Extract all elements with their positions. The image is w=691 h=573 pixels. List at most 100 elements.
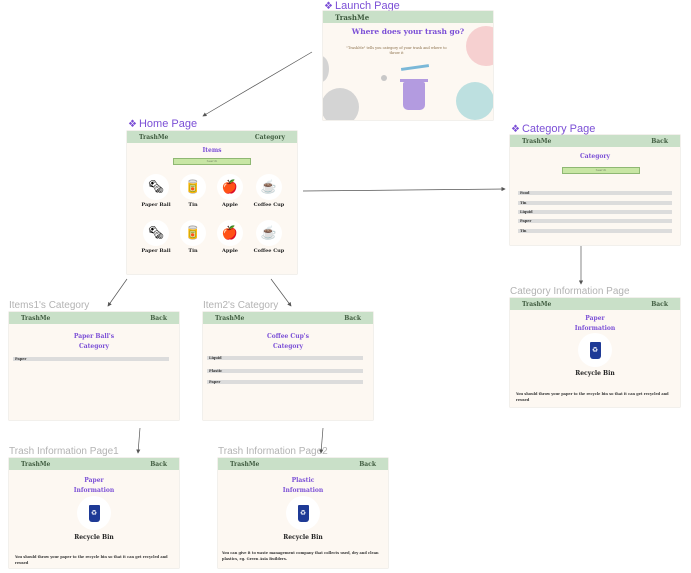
category-row[interactable]: Paper <box>518 219 672 223</box>
items-title: Items <box>202 147 222 154</box>
flow-arrow <box>136 427 141 454</box>
launch-headline: Where does your trash go? <box>351 27 465 36</box>
recycle-bin-icon: ♻ <box>589 341 601 359</box>
item-label: Paper Ball <box>141 202 171 208</box>
category-row[interactable]: Tin <box>518 201 672 205</box>
paper-ball-icon: 🗞 <box>147 179 165 195</box>
tin-can-icon: 🥫 <box>184 225 202 241</box>
brand-title: TrashMe <box>230 461 260 468</box>
frame-title-item2-category: Item2's Category <box>203 300 279 311</box>
item-image-paper-ball[interactable]: 🗞 <box>143 220 169 246</box>
category-row[interactable]: Food <box>518 191 672 195</box>
brand-title: TrashMe <box>21 315 51 322</box>
recycle-bin-icon: ♻ <box>88 504 100 522</box>
recycle-bin-icon: ♻ <box>297 504 309 522</box>
bin-label: Recycle Bin <box>74 534 114 541</box>
bin-label: Recycle Bin <box>575 370 615 377</box>
info-description: You should throw your paper to the recyc… <box>15 555 168 565</box>
header: TrashMe Back <box>203 312 373 324</box>
header: TrashMe <box>323 11 493 23</box>
item-image-paper-ball[interactable]: 🗞 <box>143 174 169 200</box>
recycle-bin-image: ♻ <box>578 333 612 367</box>
brand-title: TrashMe <box>21 461 51 468</box>
frame-title-trash-info1: Trash Information Page1 <box>9 446 119 457</box>
brand-title: TrashMe <box>139 134 169 141</box>
trash-info1-screen: TrashMe Back Paper Information ♻ Recycle… <box>9 458 179 568</box>
item-label: Paper Ball <box>141 248 171 254</box>
brand-title: TrashMe <box>522 301 552 308</box>
item-image-coffee-cup[interactable]: ☕ <box>256 220 282 246</box>
frame-title-trash-info2: Trash Information Page2 <box>218 446 328 457</box>
item-label: Apple <box>222 248 238 254</box>
back-button[interactable]: Back <box>150 461 167 468</box>
item2-category-screen: TrashMe Back Coffee Cup's Category Liqui… <box>203 312 373 420</box>
header: TrashMe Category <box>127 131 297 143</box>
search-input[interactable]: Search <box>173 158 251 165</box>
item-label: Tin <box>188 202 198 208</box>
back-button[interactable]: Back <box>651 301 668 308</box>
flow-arrow <box>107 278 128 307</box>
category-title-line1: Paper Ball's <box>73 333 115 340</box>
info-title-line2: Information <box>574 325 616 332</box>
launch-tagline: "TrashMe" tells you category of your tra… <box>346 46 447 55</box>
frame-title-items1-category: Items1's Category <box>9 300 90 311</box>
header: TrashMe Back <box>9 312 179 324</box>
brand-title: TrashMe <box>335 13 370 22</box>
decor-circle <box>381 75 387 81</box>
category-title-line2: Category <box>272 343 304 350</box>
frame-title-launch: ❖Launch Page <box>324 0 400 12</box>
category-title-line2: Category <box>78 343 110 350</box>
search-input[interactable]: Search <box>562 167 640 174</box>
paper-ball-icon: 🗞 <box>147 225 165 241</box>
item-image-coffee-cup[interactable]: ☕ <box>256 174 282 200</box>
item-image-tin[interactable]: 🥫 <box>180 220 206 246</box>
item-label: Coffee Cup <box>253 248 285 254</box>
flow-arrow <box>302 186 506 192</box>
category-row[interactable]: Plastic <box>207 369 363 373</box>
category-info-screen: TrashMe Back Paper Information ♻ Recycle… <box>510 298 680 407</box>
back-button[interactable]: Back <box>150 315 167 322</box>
decor-circle <box>456 82 493 120</box>
back-button[interactable]: Back <box>651 138 668 145</box>
category-title-line1: Coffee Cup's <box>267 333 309 340</box>
items1-category-screen: TrashMe Back Paper Ball's Category Paper <box>9 312 179 420</box>
category-row[interactable]: Paper <box>13 357 169 361</box>
item-label: Coffee Cup <box>253 202 285 208</box>
info-title-line2: Information <box>73 487 115 494</box>
category-row[interactable]: Paper <box>207 380 363 384</box>
trash-info2-screen: TrashMe Back Plastic Information ♻ Recyc… <box>218 458 388 568</box>
item-image-tin[interactable]: 🥫 <box>180 174 206 200</box>
item-image-apple[interactable]: 🍎 <box>217 174 243 200</box>
category-screen: TrashMe Back Category Search Food Tin Li… <box>510 135 680 245</box>
category-row[interactable]: Liquid <box>518 210 672 214</box>
frame-title-category: ❖Category Page <box>511 123 596 135</box>
item-image-apple[interactable]: 🍎 <box>217 220 243 246</box>
bin-lid-icon <box>400 64 430 71</box>
launch-screen: TrashMe Where does your trash go? "Trash… <box>323 11 493 120</box>
item-label: Tin <box>188 248 198 254</box>
header: TrashMe Back <box>9 458 179 470</box>
coffee-cup-icon: ☕ <box>260 179 278 195</box>
apple-core-icon: 🍎 <box>221 225 239 241</box>
brand-title: TrashMe <box>522 138 552 145</box>
decor-circle <box>323 56 329 82</box>
trash-bin-rim <box>400 79 428 82</box>
info-title-line1: Plastic <box>291 477 315 484</box>
header: TrashMe Back <box>218 458 388 470</box>
frame-title-home: ❖Home Page <box>128 118 198 130</box>
back-button[interactable]: Back <box>344 315 361 322</box>
decor-circle <box>466 26 493 66</box>
category-title: Category <box>579 153 611 160</box>
coffee-cup-icon: ☕ <box>260 225 278 241</box>
brand-title: TrashMe <box>215 315 245 322</box>
item-label: Apple <box>222 202 238 208</box>
recycle-bin-image: ♻ <box>286 496 320 530</box>
flow-arrow <box>202 51 313 117</box>
back-button[interactable]: Back <box>359 461 376 468</box>
category-row[interactable]: Liquid <box>207 356 363 360</box>
category-link[interactable]: Category <box>254 134 285 141</box>
header: TrashMe Back <box>510 298 680 310</box>
info-title-line1: Paper <box>585 315 605 322</box>
tin-can-icon: 🥫 <box>184 179 202 195</box>
category-row[interactable]: Tin <box>518 229 672 233</box>
